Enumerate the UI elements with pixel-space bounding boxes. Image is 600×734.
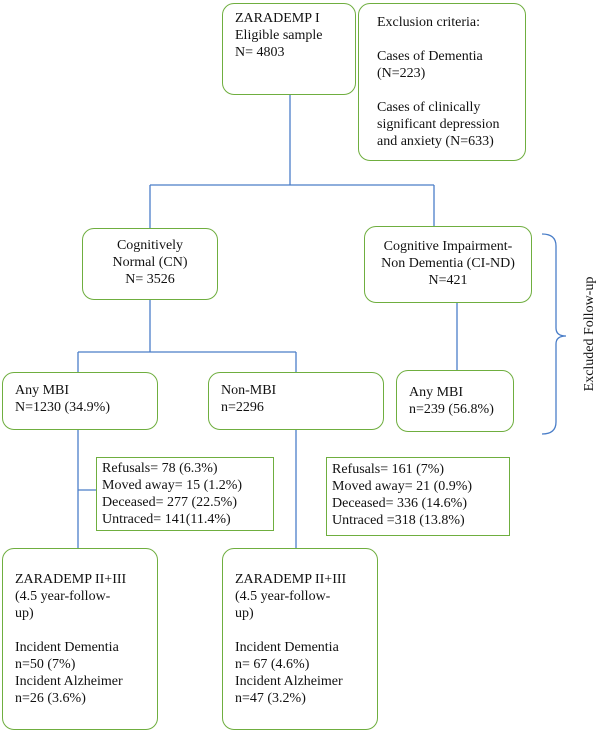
followup-mbi-dementia-value: n=50 (7%)	[15, 657, 76, 672]
losses-mbi-untraced: Untraced= 141(11.4%)	[102, 512, 231, 527]
losses-mbi-refusals: Refusals= 78 (6.3%)	[102, 461, 218, 476]
followup-mbi-alzheimer-label: Incident Alzheimer	[15, 674, 123, 689]
followup-mbi-alzheimer-value: n=26 (3.6%)	[15, 691, 86, 706]
cn-line-1: Cognitively	[116, 238, 184, 253]
losses-nonmbi-deceased: Deceased= 336 (14.6%)	[332, 496, 468, 511]
exclusion-depression-1: Cases of clinically	[377, 100, 481, 115]
exclusion-title: Exclusion criteria:	[377, 15, 481, 30]
exclusion-depression-2: significant depression	[377, 117, 500, 132]
followup-mbi-dementia-label: Incident Dementia	[15, 640, 119, 655]
losses-nonmbi-box: Refusals= 161 (7%) Moved away= 21 (0.9%)…	[326, 457, 510, 536]
eligible-line-2: Eligible sample	[235, 28, 323, 43]
exclusion-depression-3: and anxiety (N=633)	[377, 134, 494, 149]
cind-line-2: Non Dementia (CI-ND)	[381, 256, 515, 271]
cind-line-3: N=421	[428, 273, 468, 288]
eligible-line-1: ZARADEMP I	[235, 11, 320, 26]
mbi-cn-line-2: N=1230 (34.9%)	[15, 400, 110, 415]
non-mbi-box: Non-MBI n=2296	[208, 372, 384, 430]
mbi-cn-box: Any MBI N=1230 (34.9%)	[2, 372, 158, 430]
excluded-bracket	[541, 233, 567, 435]
eligible-line-3: N= 4803	[235, 45, 285, 60]
exclusion-dementia-1: Cases of Dementia	[377, 49, 483, 64]
followup-mbi-box: ZARADEMP II+III (4.5 year-follow- up) In…	[2, 548, 158, 730]
cind-line-1: Cognitive Impairment-	[383, 239, 513, 254]
followup-nonmbi-dementia-label: Incident Dementia	[235, 640, 339, 655]
mbi-cind-line-1: Any MBI	[409, 385, 464, 400]
followup-nonmbi-alzheimer-value: n=47 (3.2%)	[235, 691, 306, 706]
followup-nonmbi-alzheimer-label: Incident Alzheimer	[235, 674, 343, 689]
excluded-followup-label: Excluded Follow-up	[582, 276, 597, 392]
cn-line-3: N= 3526	[125, 272, 175, 287]
followup-nonmbi-box: ZARADEMP II+III (4.5 year-follow- up) In…	[222, 548, 378, 730]
losses-nonmbi-refusals: Refusals= 161 (7%)	[332, 462, 445, 477]
exclusion-criteria-box: Exclusion criteria: Cases of Dementia (N…	[358, 3, 526, 161]
followup-nonmbi-head-2: (4.5 year-follow-	[235, 589, 331, 604]
cn-box: Cognitively Normal (CN) N= 3526	[82, 228, 218, 300]
losses-mbi-moved: Moved away= 15 (1.2%)	[102, 478, 243, 493]
mbi-cind-box: Any MBI n=239 (56.8%)	[396, 370, 514, 432]
eligible-sample-box: ZARADEMP I Eligible sample N= 4803	[222, 3, 356, 95]
followup-nonmbi-head-1: ZARADEMP II+III	[235, 572, 347, 587]
losses-mbi-deceased: Deceased= 277 (22.5%)	[102, 495, 238, 510]
losses-mbi-box: Refusals= 78 (6.3%) Moved away= 15 (1.2%…	[96, 457, 274, 531]
exclusion-dementia-2: (N=223)	[377, 66, 426, 81]
followup-nonmbi-dementia-value: n= 67 (4.6%)	[235, 657, 310, 672]
followup-mbi-head-2: (4.5 year-follow-	[15, 589, 111, 604]
mbi-cind-line-2: n=239 (56.8%)	[409, 402, 494, 417]
non-mbi-line-2: n=2296	[221, 400, 264, 415]
followup-mbi-head-3: up)	[15, 606, 34, 621]
followup-mbi-head-1: ZARADEMP II+III	[15, 572, 127, 587]
non-mbi-line-1: Non-MBI	[221, 383, 277, 398]
cn-line-2: Normal (CN)	[112, 255, 188, 270]
followup-nonmbi-head-3: up)	[235, 606, 254, 621]
cind-box: Cognitive Impairment- Non Dementia (CI-N…	[364, 226, 532, 303]
losses-nonmbi-untraced: Untraced =318 (13.8%)	[332, 513, 465, 528]
mbi-cn-line-1: Any MBI	[15, 383, 70, 398]
losses-nonmbi-moved: Moved away= 21 (0.9%)	[332, 479, 473, 494]
